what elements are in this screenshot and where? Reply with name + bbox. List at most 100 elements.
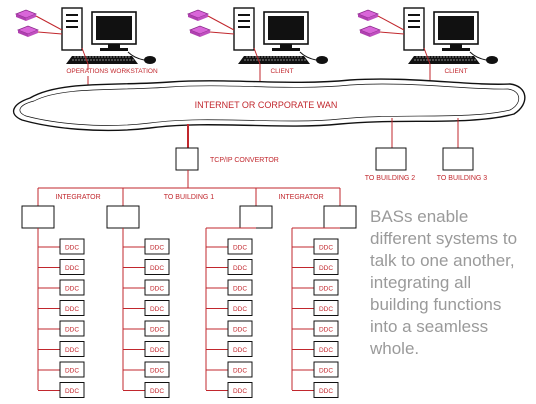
ddc-label: DDC (319, 265, 333, 272)
ddc-controller-box (227, 300, 253, 316)
remote-building-box (442, 147, 474, 171)
keyboard-icon (238, 56, 310, 64)
desktop-computer-icon (403, 7, 479, 51)
caption-line: into a seamless (370, 317, 488, 336)
ddc-controller-box (227, 361, 253, 378)
ddc-label: DDC (233, 306, 247, 313)
convertor-label: TCP/IP CONVERTOR (210, 157, 279, 164)
desktop-computer-icon (61, 7, 137, 51)
workstation-label: OPERATIONS WORKSTATION (66, 68, 158, 75)
ddc-label: DDC (319, 245, 333, 252)
ddc-label: DDC (150, 245, 164, 252)
keyboard-icon (408, 56, 480, 64)
ddc-label: DDC (319, 306, 333, 313)
mouse-icon (127, 51, 156, 64)
workstation-label: CLIENT (270, 68, 293, 75)
remote-building-label: TO BUILDING 3 (437, 175, 488, 182)
ddc-label: DDC (233, 368, 247, 375)
ddc-controller-box (59, 279, 85, 296)
ddc-controller-box (313, 382, 339, 398)
ddc-controller-box (59, 259, 85, 275)
ddc-controller-box (313, 320, 339, 337)
ddc-controller-box (59, 300, 85, 316)
remote-building-label: TO BUILDING 2 (365, 175, 416, 182)
printer-icon (356, 9, 382, 37)
ddc-label: DDC (65, 265, 79, 272)
ddc-controller-box (144, 341, 170, 357)
workstation-label: CLIENT (444, 68, 467, 75)
ddc-label: DDC (65, 245, 79, 252)
ddc-label: DDC (319, 286, 333, 293)
ddc-label: DDC (233, 388, 247, 395)
ddc-controller-box (59, 238, 85, 255)
ddc-controller-box (59, 341, 85, 357)
ddc-label: DDC (319, 327, 333, 334)
caption-line: talk to one another, (370, 251, 515, 270)
ddc-label: DDC (319, 388, 333, 395)
ddc-label: DDC (150, 306, 164, 313)
ddc-controller-box (59, 320, 85, 337)
ddc-controller-box (313, 259, 339, 275)
bus-label-left: INTEGRATOR (55, 194, 100, 201)
integrator-controller-box (239, 205, 273, 229)
printer-icon (186, 9, 212, 37)
caption-line: building functions (370, 295, 501, 314)
client-workstation: CLIENT (186, 7, 328, 75)
ddc-label: DDC (65, 388, 79, 395)
ddc-controller-box (144, 300, 170, 316)
ddc-controller-box (59, 382, 85, 398)
keyboard-icon (66, 56, 138, 64)
ddc-label: DDC (65, 286, 79, 293)
integrator-controller-box (21, 205, 55, 229)
ddc-controller-box (227, 238, 253, 255)
bus-label-right: INTEGRATOR (278, 194, 323, 201)
ddc-controller-box (144, 238, 170, 255)
caption-line: BASs enable (370, 207, 468, 226)
ddc-label: DDC (150, 347, 164, 354)
ddc-label: DDC (150, 388, 164, 395)
ddc-controller-box (144, 279, 170, 296)
caption-line: whole. (369, 339, 419, 358)
ddc-label: DDC (65, 368, 79, 375)
ddc-controller-box (227, 259, 253, 275)
ddc-label: DDC (65, 347, 79, 354)
ddc-controller-box (144, 382, 170, 398)
remote-building-box (375, 147, 407, 171)
ddc-controller-box (59, 361, 85, 378)
ddc-controller-box (227, 279, 253, 296)
ddc-label: DDC (65, 306, 79, 313)
caption-line: different systems to (370, 229, 517, 248)
ddc-controller-box (144, 361, 170, 378)
ddc-label: DDC (233, 286, 247, 293)
desktop-computer-icon (233, 7, 309, 51)
ddc-label: DDC (150, 368, 164, 375)
ddc-controller-box (227, 341, 253, 357)
operations-workstation: OPERATIONS WORKSTATION (14, 7, 158, 75)
ddc-layer: DDC DDC DDC DDC DDC DDC DDC DDC DDC DDC DDC DDC DDC D… (38, 238, 339, 398)
integrator-controller-box (323, 205, 357, 229)
caption: BASs enable different systems to talk to… (369, 207, 517, 358)
bus-label-middle: TO BUILDING 1 (164, 194, 215, 201)
ddc-label: DDC (233, 327, 247, 334)
caption-line: integrating all (370, 273, 471, 292)
ddc-label: DDC (233, 347, 247, 354)
client-workstation: CLIENT (356, 7, 498, 75)
ddc-label: DDC (65, 327, 79, 334)
ddc-label: DDC (319, 368, 333, 375)
mouse-icon (469, 51, 498, 64)
printer-icon (14, 9, 40, 37)
tcpip-convertor-box (175, 147, 199, 171)
ddc-label: DDC (150, 327, 164, 334)
ddc-label: DDC (233, 245, 247, 252)
ddc-controller-box (313, 238, 339, 255)
wan-cloud: INTERNET OR CORPORATE WAN (12, 78, 526, 132)
ddc-controller-box (227, 320, 253, 337)
ddc-controller-box (313, 300, 339, 316)
wan-label: INTERNET OR CORPORATE WAN (195, 100, 338, 110)
ddc-controller-box (313, 361, 339, 378)
ddc-label: DDC (150, 265, 164, 272)
ddc-controller-box (144, 259, 170, 275)
ddc-controller-box (313, 279, 339, 296)
